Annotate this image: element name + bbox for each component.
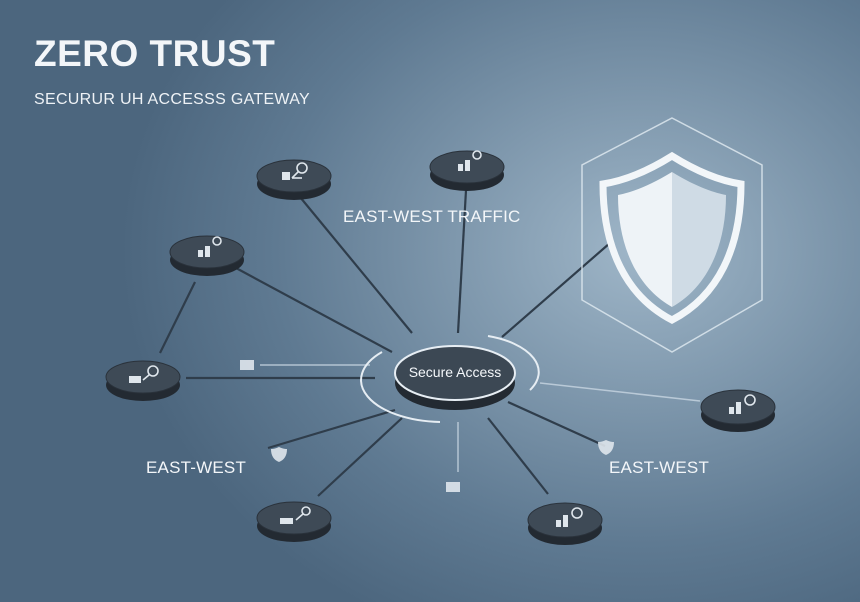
node-bottom-right[interactable]	[527, 502, 603, 545]
key-icon	[129, 365, 159, 383]
bar-chart-icon	[556, 507, 583, 527]
node-top-left[interactable]	[256, 159, 332, 200]
key-icon	[280, 506, 311, 524]
key-icon	[282, 162, 308, 180]
link-mid-to-left	[159, 281, 196, 354]
link-bottom-right	[487, 417, 549, 495]
bar-chart-icon	[729, 394, 756, 414]
page-title: ZERO TRUST	[34, 33, 276, 74]
east-west-label-left: EAST-WEST	[146, 458, 247, 477]
bar-chart-icon	[458, 150, 482, 171]
node-right[interactable]	[700, 389, 776, 432]
link-shield	[501, 242, 611, 338]
small-shield-icon	[271, 440, 614, 462]
connection-lines	[159, 189, 701, 497]
node-top-center[interactable]	[429, 150, 505, 191]
link-right	[507, 400, 606, 448]
secure-access-hub[interactable]: Secure Access	[360, 335, 540, 423]
link-top-left	[299, 196, 413, 334]
node-mid-left[interactable]	[169, 235, 245, 276]
bar-chart-icon	[198, 236, 222, 257]
link-east-west-left	[267, 408, 396, 450]
page-subtitle: SECURUR UH ACCESSS GATEWAY	[34, 91, 310, 108]
east-west-label-right: EAST-WEST	[609, 458, 710, 477]
link-top-center	[456, 189, 468, 334]
link-bottom-left	[317, 417, 403, 497]
traffic-label-top: EAST-WEST TRAFFIC	[343, 207, 521, 226]
link-mid-left	[235, 267, 393, 353]
hub-label: Secure Access	[409, 364, 502, 380]
shield-icon	[581, 117, 763, 353]
node-bottom-left[interactable]	[256, 501, 332, 542]
link-right-node	[539, 382, 701, 402]
node-left[interactable]	[105, 360, 181, 401]
small-badge-icon	[240, 360, 460, 492]
